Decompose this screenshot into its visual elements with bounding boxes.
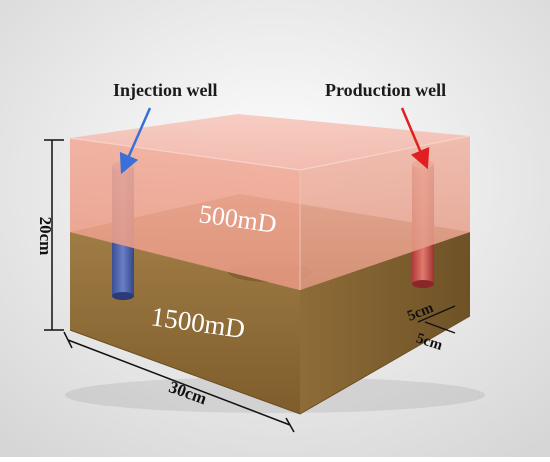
well-offset-horizontal-label: 5cm [414,330,445,354]
length-dimension [63,331,295,433]
height-dimension [44,139,64,331]
block-bottom-edges [69,315,471,415]
production-arrow [400,107,430,170]
production-well-label: Production well [325,80,446,100]
height-dimension-label: 20cm [36,217,55,256]
upper-layer-side-face [300,136,470,290]
injection-well-label: Injection well [113,80,217,100]
upper-layer-front-face [70,138,300,290]
injection-arrow [119,107,152,175]
upper-layer [69,114,471,290]
well-offset-dimension [417,305,456,334]
